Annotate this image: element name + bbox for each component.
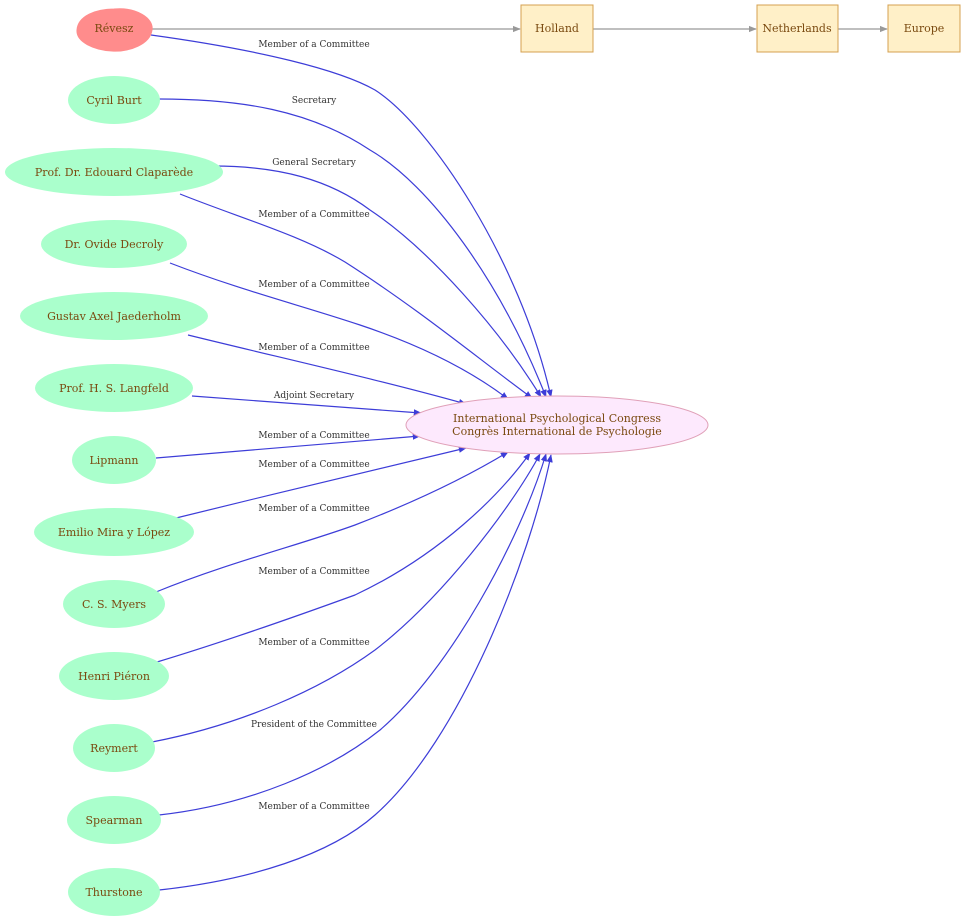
edge-spearman [158, 453, 547, 816]
place-label: Europe [904, 22, 945, 35]
edge-label-pieron: Member of a Committee [258, 567, 369, 577]
person-label: C. S. Myers [82, 598, 146, 611]
person-label: Spearman [86, 814, 143, 827]
edge-lipmann [155, 433, 421, 459]
person-node-hs-langfeld[interactable]: Prof. H. S. Langfeld [35, 364, 193, 412]
person-label: Prof. Dr. Edouard Claparède [35, 166, 193, 179]
edge-label-langfeld: Adjoint Secretary [273, 391, 355, 401]
place-nodes: Holland Netherlands Europe [520, 4, 961, 53]
edge-label-revesz: Member of a Committee [258, 40, 369, 50]
edge-revesz [150, 34, 553, 398]
edge-burt [158, 98, 547, 398]
edge-label-spearman: President of the Committee [251, 720, 377, 730]
person-label: Révesz [95, 22, 134, 35]
person-nodes: Révesz Cyril Burt Prof. Dr. Edouard Clap… [5, 8, 223, 916]
person-label: Prof. H. S. Langfeld [59, 382, 169, 395]
congress-node[interactable]: International Psychological Congress Con… [405, 395, 709, 455]
person-label: Dr. Ovide Decroly [65, 238, 165, 251]
person-node-thurstone[interactable]: Thurstone [68, 868, 160, 916]
person-label: Thurstone [85, 886, 142, 899]
person-node-henri-pieron[interactable]: Henri Piéron [59, 652, 169, 700]
person-node-edouard-claparede[interactable]: Prof. Dr. Edouard Claparède [5, 148, 223, 196]
edge-label-claparede-mc: Member of a Committee [258, 210, 369, 220]
edge-langfeld [191, 395, 422, 416]
edge-claparede-gs [212, 165, 542, 398]
edge-pieron [156, 452, 531, 663]
edge-labels: Member of a Committee Secretary General … [251, 40, 377, 812]
congress-name-french: Congrès International de Psychologie [452, 425, 662, 438]
edge-claparede-mc [179, 193, 533, 399]
person-label: Cyril Burt [86, 94, 142, 107]
membership-edges [150, 34, 553, 891]
edge-label-thurstone: Member of a Committee [258, 802, 369, 812]
person-node-emilio-mira-y-lopez[interactable]: Emilio Mira y López [34, 508, 194, 556]
person-node-cs-myers[interactable]: C. S. Myers [63, 580, 165, 628]
edge-label-decroly: Member of a Committee [258, 280, 369, 290]
edge-thurstone [158, 454, 553, 891]
person-node-reymert[interactable]: Reymert [73, 724, 155, 772]
edge-label-myers: Member of a Committee [258, 504, 369, 514]
edge-decroly [169, 262, 509, 400]
person-node-cyril-burt[interactable]: Cyril Burt [68, 76, 160, 124]
person-label: Henri Piéron [78, 670, 150, 683]
place-node-holland[interactable]: Holland [520, 4, 594, 53]
person-label: Emilio Mira y López [58, 526, 170, 539]
edge-jaederholm [187, 334, 467, 406]
place-label: Holland [535, 22, 579, 35]
edge-label-lipmann: Member of a Committee [258, 431, 369, 441]
edge-label-mira: Member of a Committee [258, 460, 369, 470]
place-node-europe[interactable]: Europe [887, 4, 961, 53]
person-node-ovide-decroly[interactable]: Dr. Ovide Decroly [41, 220, 187, 268]
edge-reymert [151, 453, 541, 743]
person-label: Lipmann [89, 454, 138, 467]
edge-myers [155, 451, 509, 593]
place-node-netherlands[interactable]: Netherlands [756, 4, 839, 53]
place-label: Netherlands [762, 22, 832, 35]
edge-label-burt: Secretary [292, 96, 337, 106]
person-node-gustav-axel-jaederholm[interactable]: Gustav Axel Jaederholm [20, 292, 208, 340]
congress-name-english: International Psychological Congress [453, 412, 661, 425]
person-label: Gustav Axel Jaederholm [47, 310, 181, 323]
edge-label-claparede-gs: General Secretary [272, 158, 356, 168]
edge-label-reymert: Member of a Committee [258, 638, 369, 648]
person-node-spearman[interactable]: Spearman [67, 796, 161, 844]
person-node-lipmann[interactable]: Lipmann [72, 436, 156, 484]
edge-mira [171, 446, 467, 520]
edge-label-jaederholm: Member of a Committee [258, 343, 369, 353]
person-label: Reymert [90, 742, 138, 755]
person-node-revesz[interactable]: Révesz [76, 8, 153, 52]
